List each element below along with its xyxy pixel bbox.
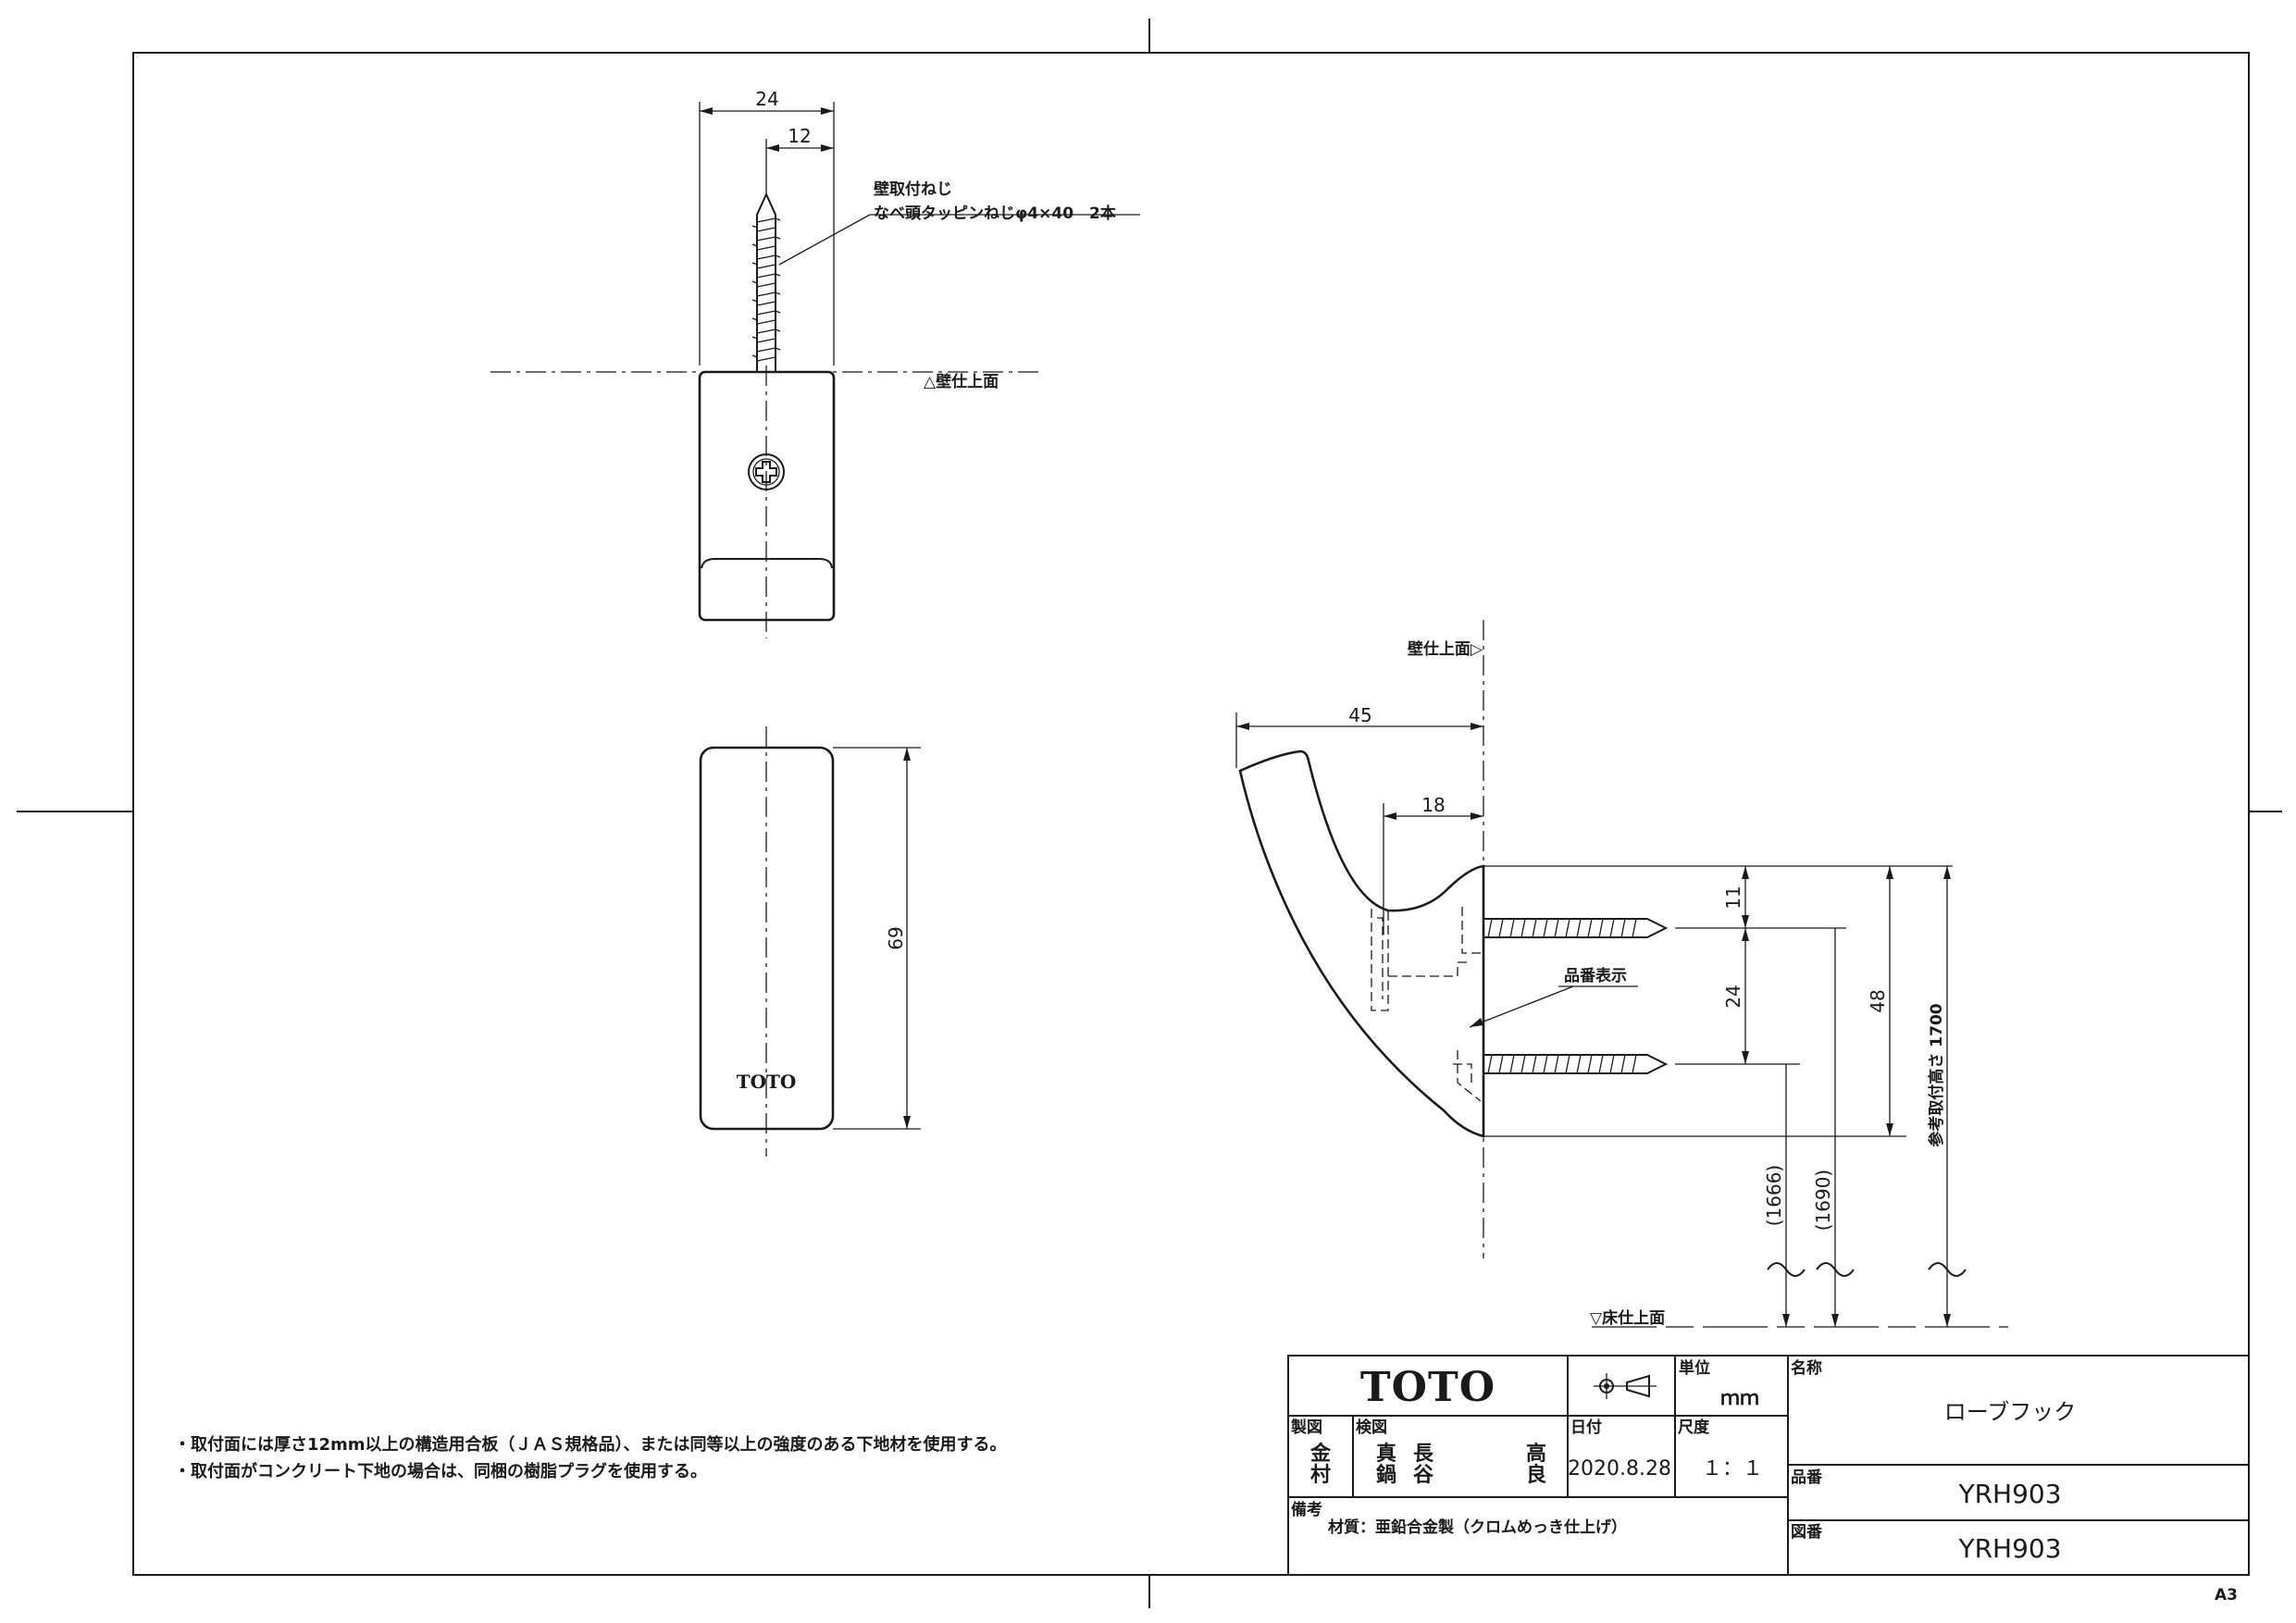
side-floor-label: ▽床仕上面 bbox=[1590, 1308, 1665, 1328]
logo-face-brand: TOTO bbox=[737, 1071, 797, 1093]
front-screw-label-line1: 壁取付ねじ bbox=[874, 180, 952, 199]
side-ref-height: 参考取付高さ 1700 bbox=[1927, 1003, 1946, 1146]
tb-scale-label: 尺度 bbox=[1678, 1418, 1710, 1437]
tb-checked-name-2: 鍋 bbox=[1376, 1463, 1396, 1487]
drawing-frame bbox=[17, 19, 2282, 1608]
front-screw-label-line2: なべ頭タッピンねじφ4×40 2本 bbox=[874, 204, 1116, 223]
side-dim-24: 24 bbox=[1722, 985, 1744, 1008]
side-height-1666: (1666) bbox=[1763, 1165, 1785, 1227]
note-line-2: ・取付面がコンクリート下地の場合は、同梱の樹脂プラグを使用する。 bbox=[174, 1461, 707, 1481]
bottom-dim-height: 69 bbox=[885, 926, 907, 949]
side-wall-surface-label: 壁仕上面▷ bbox=[1408, 639, 1483, 659]
tb-product-value: YRH903 bbox=[1957, 1479, 2061, 1509]
tb-checked-label: 検図 bbox=[1356, 1418, 1387, 1437]
front-dim-screw-offset: 12 bbox=[788, 125, 811, 147]
bottom-view: 69 TOTO bbox=[699, 726, 921, 1157]
tb-unit-value: ｍｍ bbox=[1720, 1387, 1759, 1409]
side-screw-lower bbox=[1483, 1054, 1669, 1074]
screw-head-icon bbox=[748, 453, 785, 490]
note-line-1: ・取付面には厚さ12mm以上の構造用合板（ＪＡＳ規格品）、または同等以上の強度の… bbox=[174, 1434, 1007, 1455]
tb-checked-name-4: 谷 bbox=[1413, 1464, 1434, 1487]
tb-drawing-label: 図番 bbox=[1791, 1523, 1823, 1542]
tb-date-value: 2020.8.28 bbox=[1568, 1457, 1671, 1481]
tb-checked-name-1: 真 bbox=[1376, 1442, 1396, 1466]
side-dim-depth-inner: 18 bbox=[1421, 794, 1445, 816]
side-height-1690: (1690) bbox=[1812, 1170, 1834, 1232]
tb-made-label: 製図 bbox=[1290, 1418, 1322, 1437]
tb-checked-name-5: 高 bbox=[1526, 1442, 1546, 1466]
tb-made-name-2: 村 bbox=[1310, 1464, 1331, 1487]
side-view: 壁仕上面▷ 45 18 品番 bbox=[1235, 620, 2008, 1328]
tb-material: 材質：亜鉛合金製（クロムめっき仕上げ） bbox=[1328, 1518, 1627, 1537]
side-dim-depth: 45 bbox=[1348, 704, 1371, 726]
tb-name-label: 名称 bbox=[1791, 1358, 1822, 1378]
tb-made-name-1: 金 bbox=[1309, 1442, 1332, 1466]
side-dim-11: 11 bbox=[1722, 886, 1744, 909]
tb-remarks-label: 備考 bbox=[1291, 1500, 1322, 1519]
tb-checked-name-3: 長 bbox=[1413, 1443, 1434, 1466]
tb-scale-value: １：１ bbox=[1702, 1457, 1763, 1481]
side-screw-upper bbox=[1483, 918, 1669, 938]
side-dim-48: 48 bbox=[1867, 989, 1889, 1012]
tb-date-label: 日付 bbox=[1570, 1418, 1602, 1437]
side-part-label: 品番表示 bbox=[1564, 966, 1627, 985]
front-dim-width: 24 bbox=[755, 88, 778, 110]
tb-drawing-value: YRH903 bbox=[1957, 1533, 2061, 1564]
tb-product-label: 品番 bbox=[1791, 1468, 1823, 1487]
front-view: 24 12 壁取付ねじ なべ頭タッピンねじφ4×40 2本 △壁仕上面 bbox=[490, 88, 1140, 638]
title-block: TOTO 単位 ｍｍ 名称 ローブフック 製図 金 村 検図 真 鍋 長 谷 高… bbox=[1287, 1355, 2250, 1576]
front-wall-surface-label: △壁仕上面 bbox=[924, 372, 999, 391]
tb-brand-logo: TOTO bbox=[1360, 1364, 1496, 1411]
sheet-size: A3 bbox=[2215, 1586, 2238, 1604]
tb-unit-label: 単位 bbox=[1679, 1358, 1710, 1378]
front-screw bbox=[751, 192, 781, 373]
third-angle-projection-icon bbox=[1594, 1373, 1657, 1399]
notes: ・取付面には厚さ12mm以上の構造用合板（ＪＡＳ規格品）、または同等以上の強度の… bbox=[174, 1434, 1007, 1481]
hook-profile bbox=[1238, 750, 1485, 1138]
tb-checked-name-6: 良 bbox=[1526, 1463, 1546, 1487]
tb-name-value: ローブフック bbox=[1944, 1399, 2077, 1425]
